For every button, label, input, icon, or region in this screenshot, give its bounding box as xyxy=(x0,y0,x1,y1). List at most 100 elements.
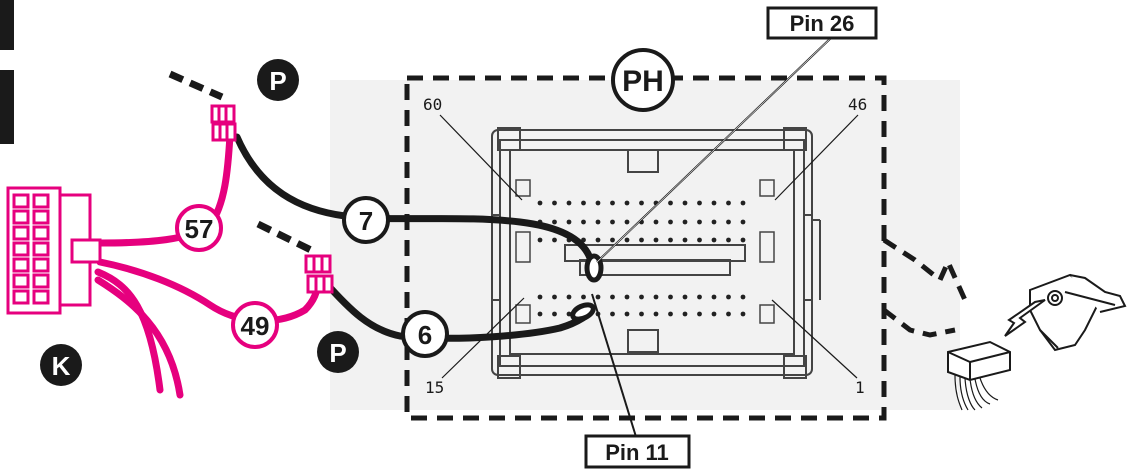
wire-harness-plug-icon xyxy=(6,186,102,315)
plug-cell xyxy=(32,273,50,289)
pin-dot xyxy=(668,294,673,300)
pin-dot xyxy=(653,311,659,317)
pin-dot xyxy=(653,294,659,300)
pin26-leader-inner xyxy=(596,35,834,263)
pin-dot xyxy=(740,200,746,206)
pin-dot xyxy=(581,219,586,225)
pin-dot xyxy=(697,200,702,206)
pin-dot xyxy=(740,294,746,300)
pin-dot xyxy=(566,219,572,225)
pin-dot xyxy=(610,294,615,300)
pin-dot xyxy=(639,237,644,243)
pin-dot xyxy=(595,200,601,206)
pin11-wire-end xyxy=(570,302,596,322)
corner-pin-46: 46 xyxy=(848,95,867,114)
pin-dot xyxy=(697,219,702,225)
p-connector-top xyxy=(210,104,237,142)
ph-label: PH xyxy=(622,65,664,98)
pin-dot xyxy=(610,311,615,317)
p-connector-bottom xyxy=(304,254,334,294)
pin-dot xyxy=(682,219,688,225)
plug-cell xyxy=(32,193,50,209)
pin-dot xyxy=(552,294,557,300)
pin-dot xyxy=(740,219,746,225)
pin-dot xyxy=(668,311,673,317)
svg-text:7: 7 xyxy=(359,206,373,236)
zoom-lines xyxy=(882,237,968,338)
wire-number-6: 6 xyxy=(401,310,449,358)
pin-dot xyxy=(726,237,731,243)
pin-dot xyxy=(552,219,557,225)
pin-dot xyxy=(639,311,644,317)
badge-p-bottom: P xyxy=(317,331,359,373)
plug-cell xyxy=(12,193,30,209)
svg-text:6: 6 xyxy=(418,320,432,350)
pin-dot xyxy=(711,219,717,225)
plug-cell xyxy=(32,289,50,305)
pin-dot xyxy=(653,237,659,243)
pin-dot xyxy=(595,219,601,225)
pin-dot xyxy=(624,219,630,225)
wire-number-7: 7 xyxy=(342,196,390,244)
pin-dot xyxy=(668,219,673,225)
ph-label-circle xyxy=(611,48,675,112)
pin-dot xyxy=(726,294,731,300)
pin-dot xyxy=(537,237,543,243)
plug-cell xyxy=(12,225,30,241)
radio-connector-icon xyxy=(1029,273,1127,352)
wire-stubs xyxy=(168,70,317,256)
plug-cell xyxy=(12,273,30,289)
wire-number-57: 57 xyxy=(175,204,223,252)
pin-dot xyxy=(711,200,717,206)
pin-dot xyxy=(697,311,702,317)
plug-cell xyxy=(32,209,50,225)
pin-dot xyxy=(581,294,586,300)
pin-dot xyxy=(726,219,731,225)
pin-dot xyxy=(624,294,630,300)
pin-dot xyxy=(537,294,543,300)
wire-number-49: 49 xyxy=(231,301,279,349)
pin-dot xyxy=(668,237,673,243)
plug-cell xyxy=(12,209,30,225)
pin-dot xyxy=(668,200,673,206)
pin-dot xyxy=(537,200,543,206)
pin-dot xyxy=(581,200,586,206)
ph-connector xyxy=(491,127,821,379)
edge-tab-bottom xyxy=(0,70,14,144)
pin-dot xyxy=(610,200,615,206)
plug-cell xyxy=(12,241,30,257)
pin-dot xyxy=(610,219,615,225)
pin-dot xyxy=(682,294,688,300)
svg-text:K: K xyxy=(52,351,71,381)
svg-text:49: 49 xyxy=(241,311,270,341)
pin-dot xyxy=(610,237,615,243)
pin-dot xyxy=(624,200,630,206)
pin-dot xyxy=(726,200,731,206)
pin-dot xyxy=(595,237,601,243)
pin-dot xyxy=(740,311,746,317)
pin-dot xyxy=(624,311,630,317)
pin-dot xyxy=(595,294,601,300)
badge-k: K xyxy=(40,344,82,386)
pin-dot xyxy=(711,311,717,317)
corner-pin-1: 1 xyxy=(855,378,865,397)
pin-dot xyxy=(566,200,572,206)
plug-cell xyxy=(12,257,30,273)
pin-dot xyxy=(537,311,543,317)
pin-dot xyxy=(682,200,688,206)
pin26-box xyxy=(766,6,878,40)
wire-harness-plug-icon xyxy=(947,340,1011,411)
plug-cell xyxy=(32,257,50,273)
plug-cell xyxy=(32,241,50,257)
svg-text:57: 57 xyxy=(185,214,214,244)
pin-dot xyxy=(682,311,688,317)
corner-pin-15: 15 xyxy=(425,378,444,397)
corner-pin-60: 60 xyxy=(423,95,442,114)
pink-wires xyxy=(94,131,322,399)
pin26-label: Pin 26 xyxy=(790,11,855,36)
pin-dot xyxy=(566,294,572,300)
plug-cell xyxy=(12,289,30,305)
pin11-leader xyxy=(591,293,638,441)
pin-dot xyxy=(552,237,557,243)
